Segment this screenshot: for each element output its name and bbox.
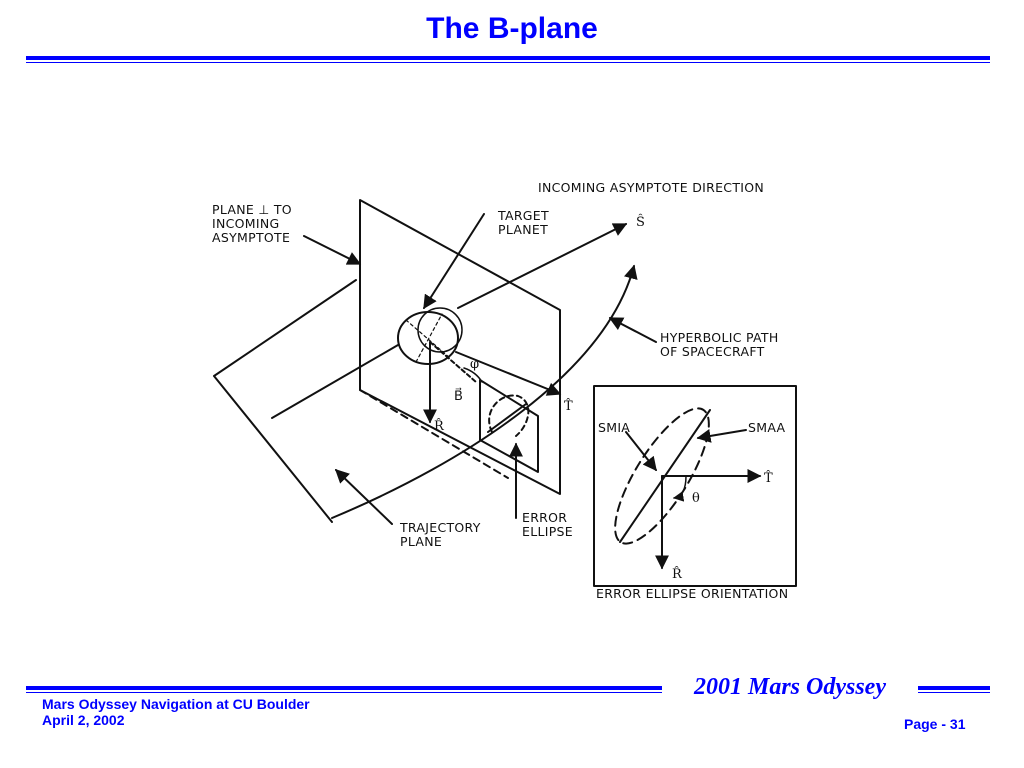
header-rule-thick (26, 56, 990, 60)
label-plane-1: PLANE ⊥ TO (212, 202, 292, 217)
label-inset-r-hat: R̂ (672, 566, 683, 582)
label-b-vector: B⃗ (454, 388, 463, 404)
label-inset-t-hat: T̂ (764, 470, 773, 486)
label-trajectory-1: TRAJECTORY (399, 520, 481, 535)
header-rule-thin (26, 62, 990, 63)
brand-mark: 2001 Mars Odyssey (662, 674, 918, 701)
orientation-inset-box (593, 385, 797, 587)
asymptote-line-back (457, 223, 628, 309)
label-trajectory-2: PLANE (400, 534, 442, 549)
footer-rule-left-thick (26, 686, 666, 690)
slide-title: The B-plane (426, 12, 598, 45)
footer-date: April 2, 2002 (42, 712, 125, 728)
trajectory-plane-hidden-edge (359, 389, 509, 479)
orientation-major-axis (619, 409, 711, 543)
target-leader (423, 213, 485, 310)
label-plane-2: INCOMING (212, 216, 280, 231)
label-hyperbolic-2: OF SPACECRAFT (660, 344, 765, 359)
error-ellipse-axis (487, 403, 527, 433)
target-planet (397, 311, 459, 365)
footer-rule-left-thin (26, 692, 666, 693)
trajectory-plane-outline (213, 279, 357, 523)
footer-rule-right-thick (914, 686, 990, 690)
t-vector (455, 351, 562, 396)
label-target-2: PLANET (498, 222, 548, 237)
label-s-hat: Ŝ (636, 213, 645, 230)
page-number: Page - 31 (904, 716, 966, 732)
label-incoming-asymptote: INCOMING ASYMPTOTE DIRECTION (538, 180, 764, 195)
label-error-1: ERROR (522, 510, 567, 525)
smaa-leader (696, 429, 747, 443)
footer-info: Mars Odyssey Navigation at CU Boulder Ap… (42, 696, 310, 728)
trajectory-leader (334, 469, 393, 525)
b-plane-svg: INCOMING ASYMPTOTE DIRECTION Ŝ PLANE ⊥ T… (212, 180, 797, 601)
orientation-theta-arc (672, 475, 687, 502)
label-smia: SMIA (598, 420, 630, 435)
b-vector (429, 341, 477, 383)
label-phi: φ (470, 357, 479, 372)
label-smaa: SMAA (748, 420, 786, 435)
label-r-hat: R̂ (434, 418, 445, 434)
label-t-hat: T̂ (564, 398, 573, 414)
label-theta: θ (692, 491, 700, 506)
label-error-2: ELLIPSE (522, 524, 573, 539)
smia-leader (625, 431, 657, 472)
plane-leader (303, 235, 362, 265)
label-hyperbolic-1: HYPERBOLIC PATH (660, 330, 779, 345)
label-target-1: TARGET (497, 208, 549, 223)
footer-course: Mars Odyssey Navigation at CU Boulder (42, 696, 310, 712)
footer-rule-right-thin (914, 692, 990, 693)
error-ellipse-small (488, 394, 530, 437)
asymptote-line (271, 344, 399, 419)
b-plane-outline (359, 199, 561, 495)
label-plane-3: ASYMPTOTE (212, 230, 290, 245)
hyperbolic-path (331, 264, 638, 519)
hyperbolic-leader (608, 317, 657, 343)
label-orientation: ERROR ELLIPSE ORIENTATION (596, 586, 788, 601)
b-plane-diagram: INCOMING ASYMPTOTE DIRECTION Ŝ PLANE ⊥ T… (186, 132, 830, 614)
error-ellipse-box (479, 379, 539, 473)
planet-dashed-axis (405, 313, 451, 363)
